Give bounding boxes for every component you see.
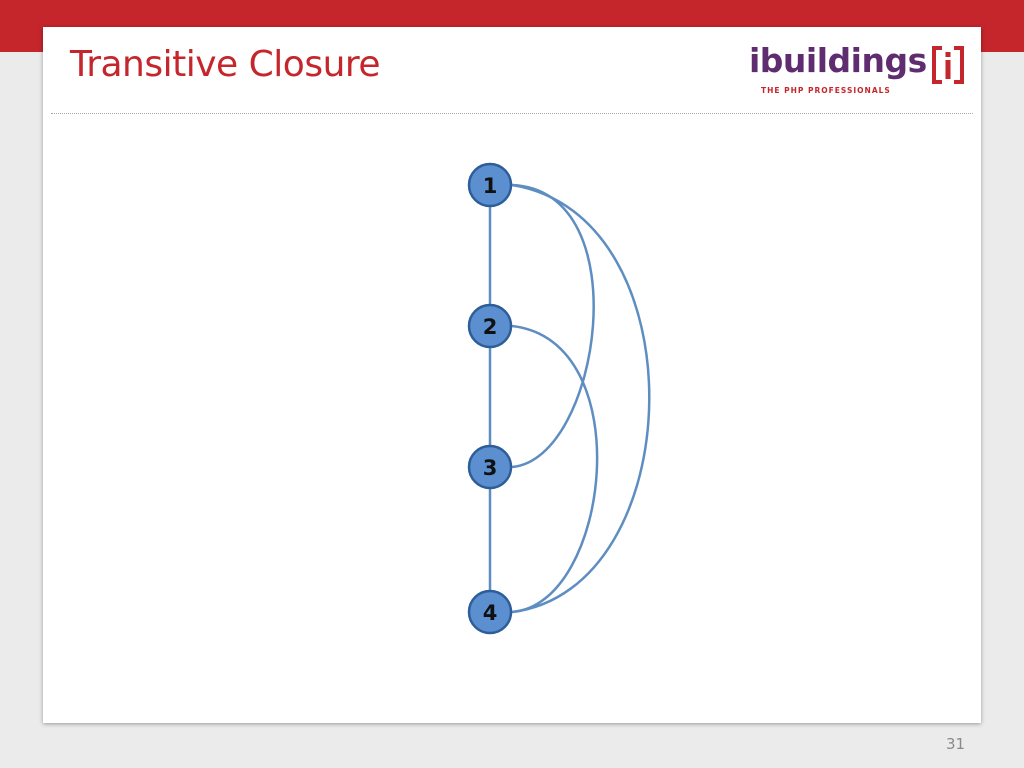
node-4: 4 bbox=[467, 589, 513, 635]
edge-1-3 bbox=[511, 183, 595, 469]
node-4-label: 4 bbox=[483, 601, 498, 625]
node-2-label: 2 bbox=[483, 315, 498, 339]
node-1: 1 bbox=[467, 162, 513, 208]
edge-2-4 bbox=[511, 324, 599, 614]
logo-tagline: THE PHP PROFESSIONALS bbox=[761, 86, 891, 95]
logo-bracket-i-mark bbox=[932, 46, 964, 84]
logo-wordmark: ibuildings bbox=[749, 41, 927, 80]
edge-1-4 bbox=[511, 183, 651, 614]
slide-page-number: 31 bbox=[946, 735, 966, 753]
node-2: 2 bbox=[467, 303, 513, 349]
ibuildings-logo: ibuildings THE PHP PROFESSIONALS bbox=[749, 43, 971, 99]
node-1-label: 1 bbox=[483, 174, 498, 198]
slide: Transitive Closure ibuildings THE PHP PR… bbox=[43, 27, 981, 723]
graph-nodes: 1 2 3 4 bbox=[467, 162, 513, 635]
title-divider bbox=[51, 113, 973, 114]
node-3: 3 bbox=[467, 444, 513, 490]
graph-edges bbox=[488, 183, 651, 614]
slide-title: Transitive Closure bbox=[70, 44, 381, 85]
node-3-label: 3 bbox=[483, 456, 498, 480]
